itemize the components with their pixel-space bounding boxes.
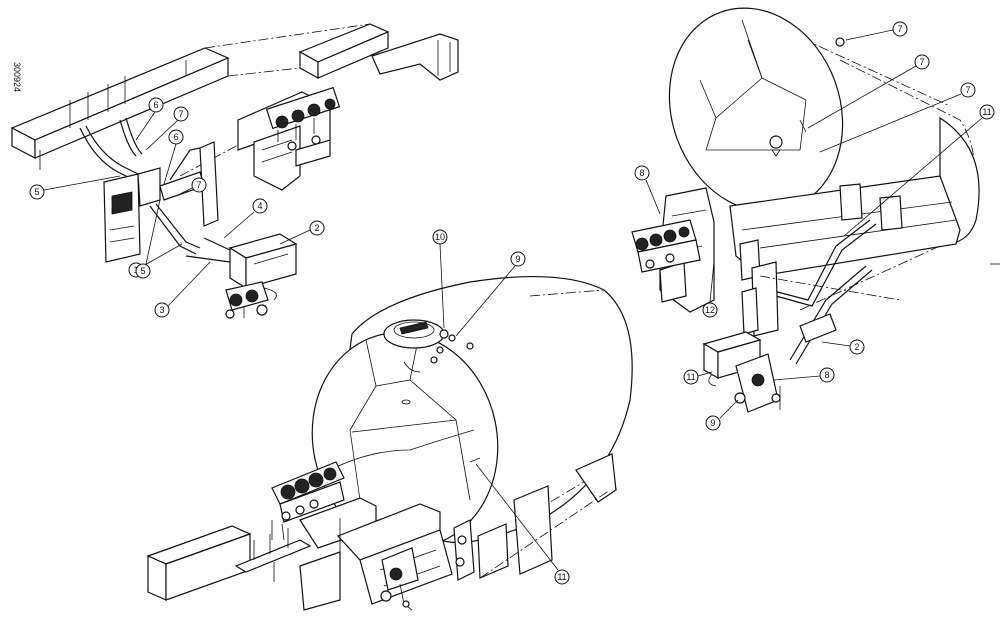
svg-text:7: 7 — [897, 24, 902, 34]
callout-11-c-upper: 11 — [843, 104, 995, 237]
svg-text:10: 10 — [435, 232, 445, 242]
lower-valve-b — [380, 547, 419, 611]
svg-text:9: 9 — [515, 254, 520, 264]
svg-text:11: 11 — [557, 572, 566, 582]
valve-manifold-b — [271, 461, 345, 541]
callout-9-view-b: 9 — [455, 251, 526, 337]
callout-12: 12 — [702, 261, 718, 318]
view-b-tank-assembly — [146, 275, 633, 611]
callout-8-c-upper: 8 — [634, 165, 661, 215]
callout-5-lower: 5 — [135, 199, 161, 279]
pump-fitting — [225, 281, 269, 319]
callout-3: 3 — [154, 261, 211, 318]
svg-text:2: 2 — [314, 223, 319, 233]
callout-11-view-b: 11 — [475, 463, 570, 585]
svg-text:6: 6 — [153, 100, 158, 110]
callout-9-view-c: 9 — [705, 399, 739, 431]
svg-text:7: 7 — [196, 180, 201, 190]
callout-7-c-top: 7 — [845, 21, 908, 41]
callout-6-lower: 6 — [163, 129, 184, 185]
callout-2-view-a: 2 — [279, 220, 325, 245]
callout-11-c-lower: 11 — [683, 369, 713, 385]
svg-text:7: 7 — [965, 85, 970, 95]
callout-10: 10 — [432, 229, 448, 329]
svg-text:11: 11 — [982, 107, 991, 117]
callout-8-c-lower: 8 — [773, 367, 835, 383]
callout-5-upper: 5 — [29, 175, 121, 200]
svg-text:12: 12 — [705, 305, 715, 315]
callout-4: 4 — [223, 198, 268, 239]
svg-text:9: 9 — [710, 418, 715, 428]
svg-text:5: 5 — [34, 187, 39, 197]
view-c-tank-assembly — [631, 7, 1000, 413]
callout-7-upper: 7 — [145, 106, 189, 151]
svg-text:7: 7 — [178, 109, 183, 119]
svg-text:2: 2 — [854, 342, 859, 352]
svg-text:4: 4 — [257, 201, 262, 211]
svg-text:5: 5 — [140, 266, 145, 276]
callout-2-view-c: 2 — [821, 339, 865, 355]
control-box — [228, 233, 298, 290]
svg-text:7: 7 — [919, 57, 924, 67]
callout-7-lower: 7 — [175, 177, 207, 197]
view-a-bracket-assembly — [10, 23, 459, 319]
svg-text:11: 11 — [686, 372, 695, 382]
callout-6-upper: 6 — [135, 97, 164, 141]
svg-text:6: 6 — [173, 132, 178, 142]
valve-manifold-c — [631, 219, 701, 273]
callout-7-c-middle: 7 — [807, 54, 930, 129]
valve-manifold-a — [265, 86, 341, 151]
document-id: 300924 — [12, 62, 22, 92]
callout-7-c-lower: 7 — [819, 82, 976, 153]
svg-text:8: 8 — [824, 370, 829, 380]
svg-text:8: 8 — [639, 168, 644, 178]
svg-text:3: 3 — [159, 305, 164, 315]
